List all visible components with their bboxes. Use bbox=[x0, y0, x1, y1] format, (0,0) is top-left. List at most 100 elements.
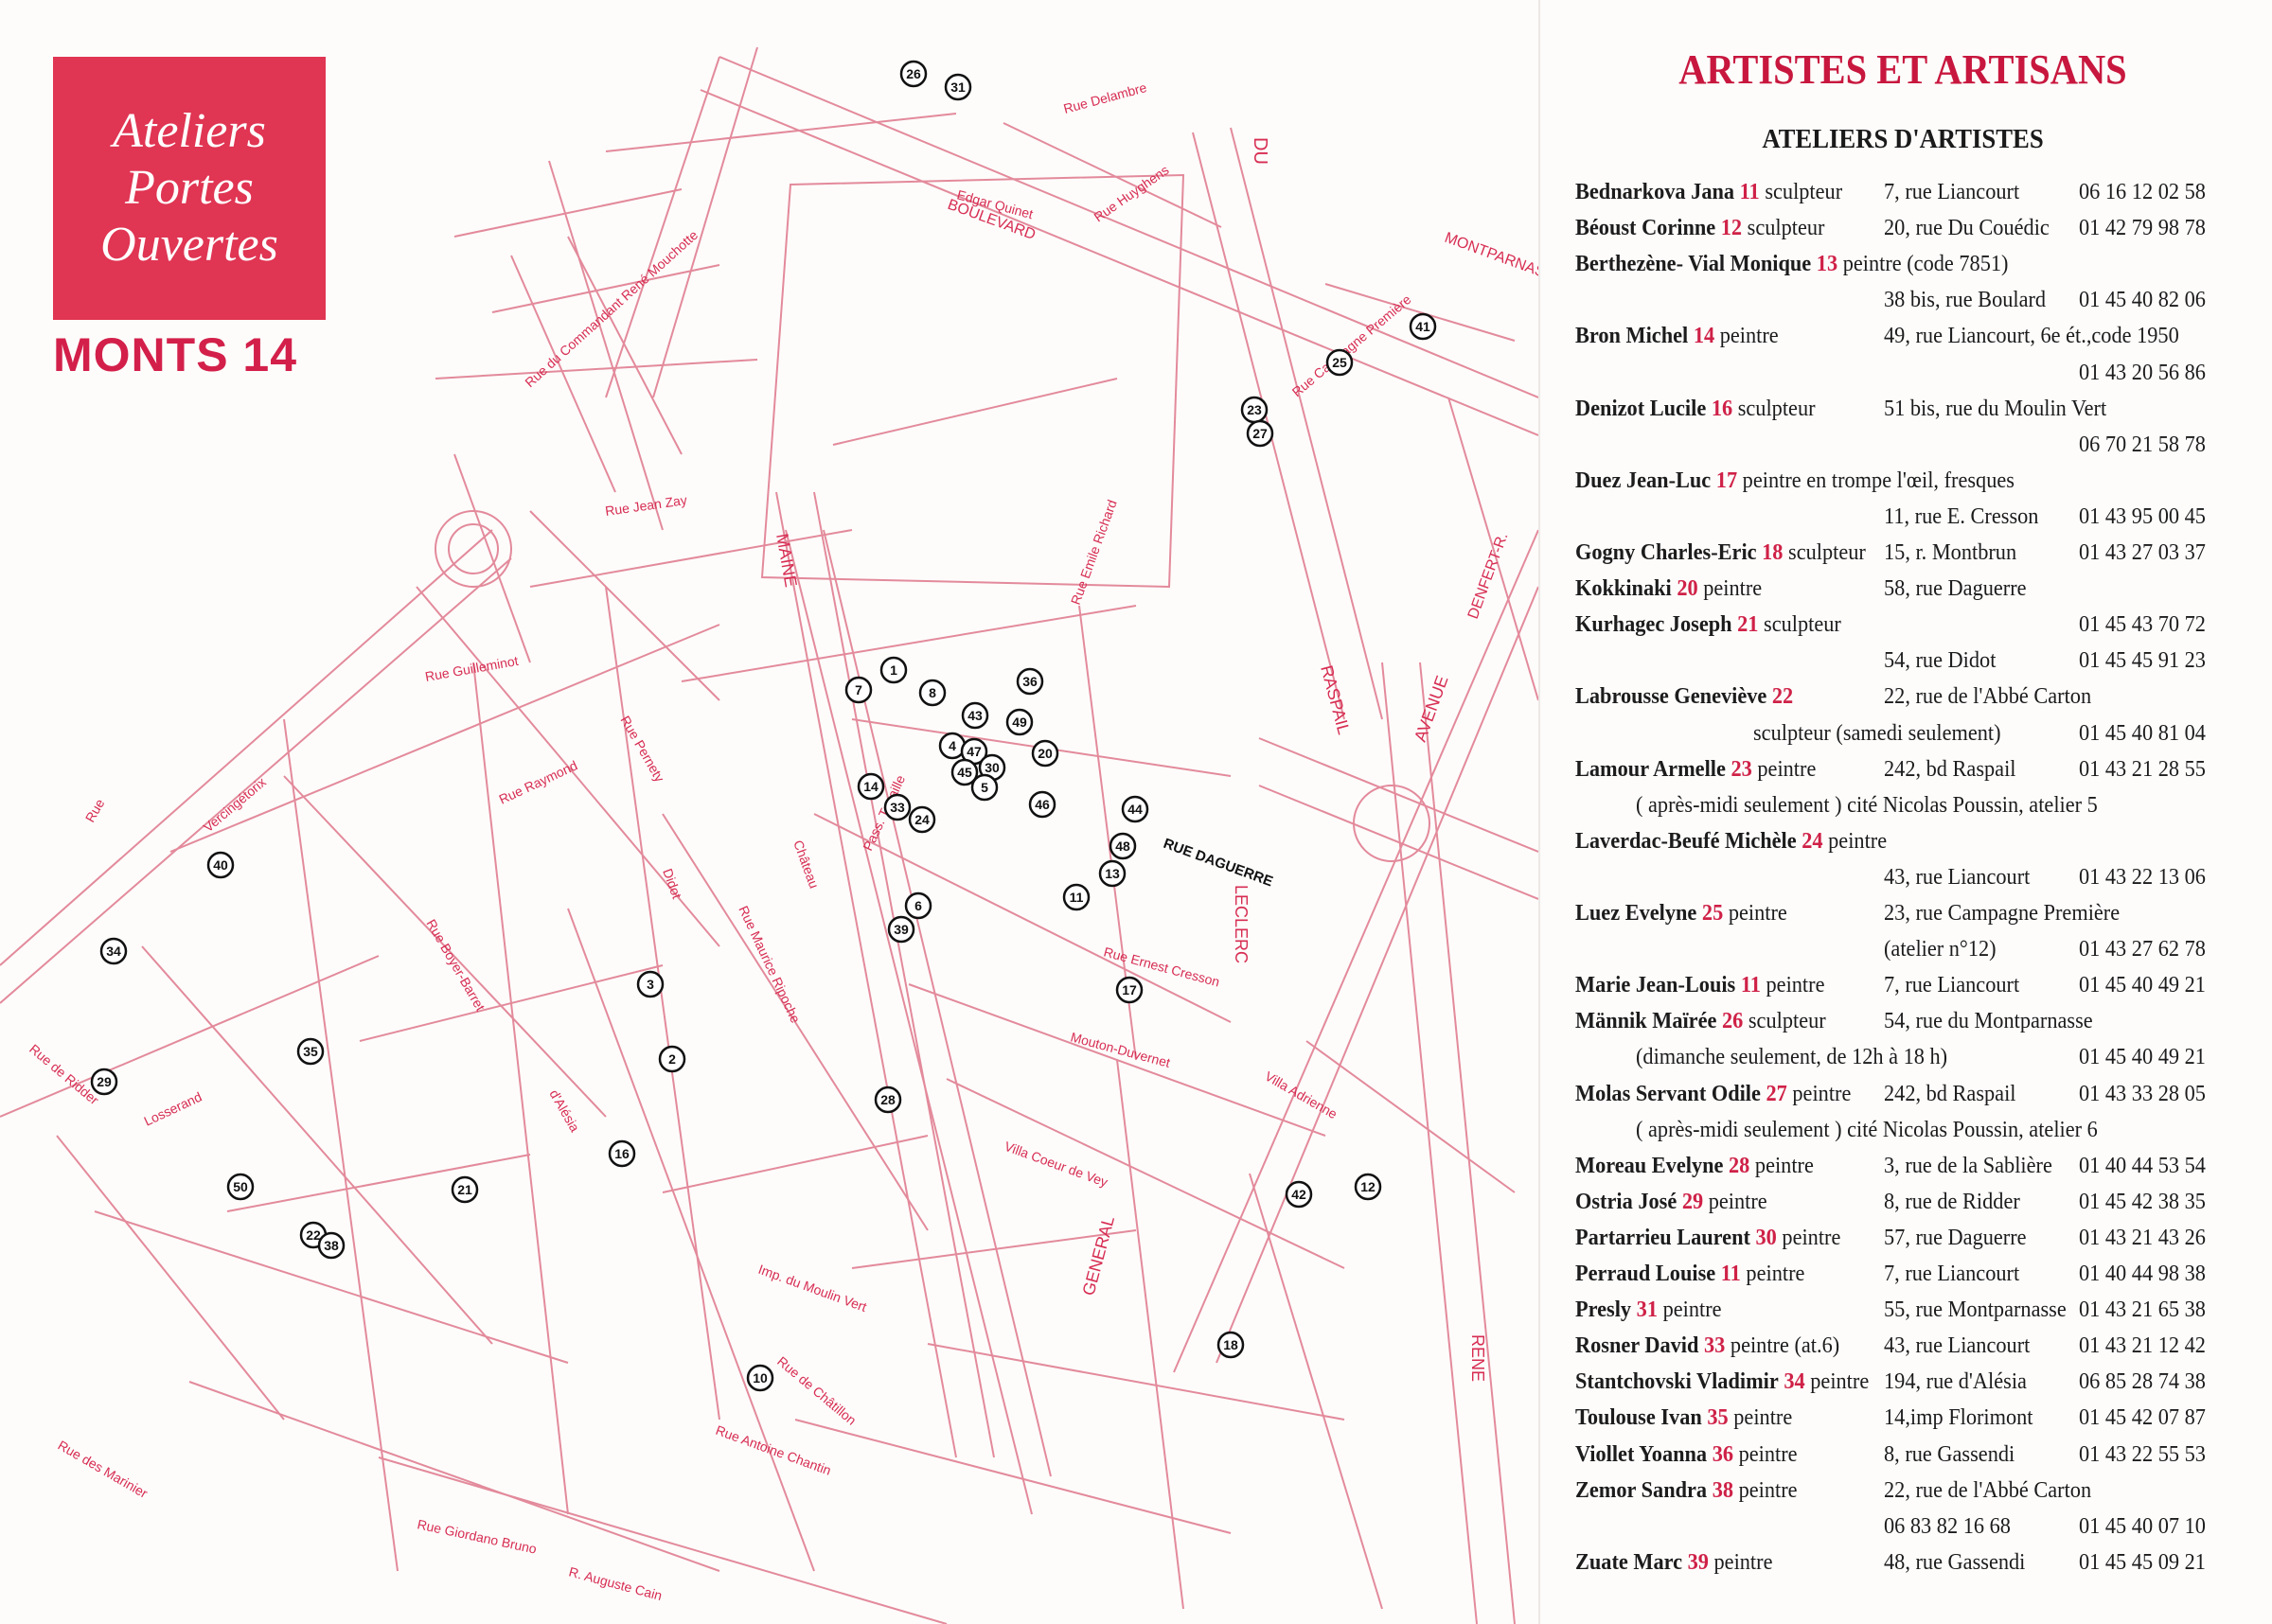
artist-phone: 01 45 43 70 72 bbox=[2079, 612, 2206, 638]
artist-address: 55, rue Montparnasse bbox=[1884, 1297, 2067, 1323]
atelier-marker[interactable] bbox=[1216, 1331, 1245, 1359]
atelier-marker[interactable] bbox=[887, 915, 915, 944]
artist-name: Duez Jean-Luc bbox=[1575, 468, 1712, 493]
artist-address: 7, rue Liancourt bbox=[1884, 180, 2020, 204]
atelier-marker[interactable] bbox=[1028, 790, 1056, 819]
atelier-marker[interactable] bbox=[1354, 1173, 1382, 1201]
atelier-marker[interactable] bbox=[950, 758, 979, 786]
atelier-marker[interactable] bbox=[1121, 795, 1149, 823]
atelier-marker[interactable] bbox=[90, 1068, 118, 1096]
artist-phone: 01 42 79 98 78 bbox=[2079, 216, 2206, 241]
atelier-marker[interactable] bbox=[904, 891, 932, 920]
artist-address: 22, rue de l'Abbé Carton bbox=[1884, 684, 2092, 710]
artist-role: peintre bbox=[1810, 1369, 1870, 1395]
artist-address-detail: 43, rue Liancourt bbox=[1884, 864, 2031, 890]
atelier-marker-number: 10 bbox=[753, 1370, 768, 1386]
atelier-marker[interactable] bbox=[1016, 667, 1044, 696]
artist-address: 7, rue Liancourt bbox=[1884, 1262, 2020, 1286]
atelier-marker[interactable] bbox=[1031, 739, 1059, 768]
atelier-marker-number: 31 bbox=[950, 79, 966, 95]
street-label: Rue de Châtillon bbox=[774, 1353, 860, 1428]
atelier-marker[interactable] bbox=[206, 851, 235, 879]
artist-address: 8, rue Gassendi bbox=[1884, 1441, 2015, 1467]
atelier-marker-number: 11 bbox=[1070, 890, 1084, 905]
street-label: LECLERC bbox=[1232, 885, 1251, 963]
artist-address: 49, rue Liancourt, 6e ét.,code 1950 bbox=[1884, 324, 2179, 349]
artist-number: 36 bbox=[1712, 1441, 1734, 1467]
artist-entry: Moreau Evelyne 28 peintre bbox=[1575, 1154, 1814, 1190]
atelier-marker[interactable] bbox=[296, 1037, 325, 1066]
atelier-marker[interactable] bbox=[918, 679, 947, 707]
atelier-marker[interactable] bbox=[317, 1231, 346, 1260]
atelier-marker[interactable] bbox=[879, 656, 908, 684]
atelier-marker[interactable] bbox=[658, 1045, 686, 1073]
atelier-marker[interactable] bbox=[899, 60, 928, 88]
street-label: Rue de Ridder bbox=[27, 1041, 102, 1108]
artist-number: 38 bbox=[1712, 1477, 1734, 1503]
map-canvas: BOULEVARD DU MONTPARNASSE RASPAIL AVENUE… bbox=[0, 46, 1538, 1624]
artist-phone: 01 45 40 49 21 bbox=[2079, 1045, 2206, 1070]
atelier-marker[interactable] bbox=[1062, 883, 1091, 911]
atelier-marker[interactable] bbox=[1098, 859, 1127, 888]
artist-entry: Duez Jean-Luc 17 peintre en trompe l'œil… bbox=[1575, 468, 2015, 504]
artist-address-detail: (atelier n°12) bbox=[1884, 937, 1997, 962]
artist-address: 3, rue de la Sablière bbox=[1884, 1153, 2052, 1178]
atelier-marker[interactable] bbox=[1005, 708, 1034, 736]
artist-name: Béoust Corinne bbox=[1575, 216, 1716, 241]
atelier-marker[interactable] bbox=[908, 805, 936, 834]
street-map: BOULEVARD DU MONTPARNASSE RASPAIL AVENUE… bbox=[0, 46, 1538, 1624]
artist-number: 17 bbox=[1715, 468, 1738, 493]
brand-line-1: Ateliers bbox=[113, 104, 266, 158]
artist-phone: 01 45 45 91 23 bbox=[2079, 648, 2206, 674]
street-label: GENERAL bbox=[1079, 1214, 1119, 1297]
artist-role: peintre bbox=[1733, 1405, 1793, 1431]
atelier-marker[interactable] bbox=[857, 772, 885, 801]
atelier-marker[interactable] bbox=[451, 1175, 479, 1204]
atelier-marker[interactable] bbox=[226, 1173, 255, 1201]
artist-list-panel: ARTISTES ET ARTISANS ATELIERS D'ARTISTES… bbox=[1553, 0, 2253, 1624]
artist-name: Männik Maïrée bbox=[1575, 1009, 1717, 1034]
atelier-marker[interactable] bbox=[1115, 976, 1144, 1004]
atelier-marker[interactable] bbox=[944, 73, 972, 101]
artist-name: Zuate Marc bbox=[1575, 1549, 1683, 1575]
artist-number: 31 bbox=[1636, 1297, 1658, 1323]
atelier-marker[interactable] bbox=[1246, 419, 1274, 448]
artist-address: 48, rue Gassendi bbox=[1884, 1549, 2026, 1575]
atelier-marker[interactable] bbox=[1409, 312, 1437, 341]
atelier-marker[interactable] bbox=[99, 937, 128, 965]
atelier-marker[interactable] bbox=[746, 1364, 774, 1392]
artist-role: sculpteur bbox=[1788, 540, 1866, 565]
artist-phone: 01 43 27 62 78 bbox=[2079, 937, 2206, 962]
atelier-marker[interactable] bbox=[961, 701, 989, 730]
atelier-marker-number: 24 bbox=[914, 812, 930, 827]
atelier-marker-number: 1 bbox=[890, 662, 897, 678]
street-label: Losserand bbox=[142, 1089, 204, 1129]
atelier-marker[interactable] bbox=[883, 793, 912, 821]
artist-role: peintre bbox=[1728, 901, 1787, 926]
artist-entry: Kokkinaki 20 peintre bbox=[1575, 576, 1762, 612]
artist-name: Rosner David bbox=[1575, 1333, 1699, 1359]
artist-phone: 01 43 22 13 06 bbox=[2079, 864, 2206, 890]
artist-role: peintre bbox=[1792, 1081, 1852, 1106]
artist-role: peintre bbox=[1828, 828, 1888, 854]
atelier-marker[interactable] bbox=[636, 970, 665, 998]
artist-entry: Kurhagec Joseph 21 sculpteur bbox=[1575, 612, 1841, 648]
street-network bbox=[0, 46, 1538, 1624]
artist-name: Denizot Lucile bbox=[1575, 396, 1707, 421]
artist-phone: 01 43 21 12 42 bbox=[2079, 1333, 2206, 1359]
artist-number: 18 bbox=[1762, 540, 1784, 565]
atelier-marker[interactable] bbox=[874, 1086, 902, 1114]
artist-name: Labrousse Geneviève bbox=[1575, 684, 1767, 710]
atelier-marker-number: 7 bbox=[855, 682, 862, 697]
atelier-marker[interactable] bbox=[608, 1139, 636, 1168]
atelier-marker[interactable] bbox=[844, 676, 873, 704]
artist-role: peintre bbox=[1754, 1153, 1814, 1178]
atelier-marker[interactable] bbox=[1109, 832, 1137, 860]
atelier-marker-number: 5 bbox=[981, 780, 988, 795]
artist-address: 20, rue Du Couédic bbox=[1884, 216, 2050, 241]
atelier-marker[interactable] bbox=[970, 773, 999, 802]
atelier-marker[interactable] bbox=[1285, 1180, 1313, 1209]
artist-phone: 01 43 21 65 38 bbox=[2079, 1297, 2206, 1323]
atelier-marker[interactable] bbox=[1325, 348, 1354, 377]
atelier-marker-number: 44 bbox=[1127, 802, 1143, 817]
